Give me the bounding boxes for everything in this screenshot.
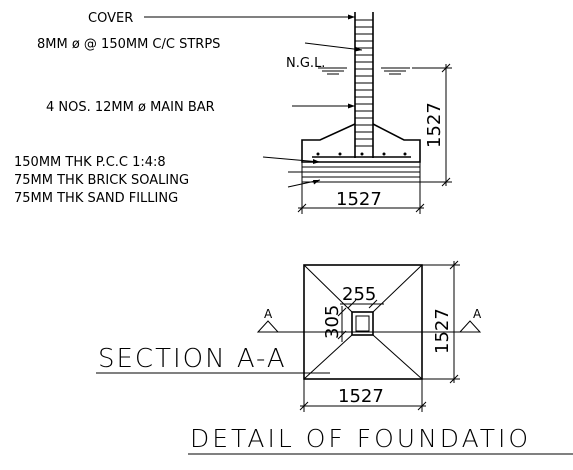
plan-view: A A 255 305 1527 [256, 260, 482, 412]
section-marker-right [458, 320, 482, 333]
cover-label: COVER [88, 11, 133, 26]
ngl-label: N.G.L. [286, 56, 325, 71]
elevation-width-dimension [297, 182, 425, 214]
column-outline [354, 12, 374, 158]
elevation-width-text: 1527 [336, 189, 382, 210]
section-mark-left: A [264, 307, 273, 321]
stirrups-label: 8MM ø @ 150MM C/C STRPS [37, 37, 220, 52]
column-height-text: 305 [322, 305, 343, 339]
section-mark-right: A [473, 307, 482, 321]
elevation-view: COVER 8MM ø @ 150MM C/C STRPS N.G.L. 4 N… [14, 11, 452, 214]
base-rebar [312, 152, 411, 158]
pcc-label: 150MM THK P.C.C 1:4:8 [14, 155, 166, 170]
plan-width-dimension [299, 379, 427, 412]
stirrups [355, 19, 373, 147]
elevation-height-dimension [412, 63, 452, 187]
ngl-ground-lines [318, 67, 410, 75]
plan-height-dimension [422, 260, 460, 384]
plan-height-text: 1527 [432, 308, 453, 354]
brick-label: 75MM THK BRICK SOALING [14, 173, 189, 188]
detail-title: DETAIL OF FOUNDATIO [190, 424, 531, 453]
elevation-height-text: 1527 [424, 102, 445, 148]
column-width-dimension [340, 299, 384, 309]
titles: SECTION A-A DETAIL OF FOUNDATIO [96, 344, 573, 455]
sand-label: 75MM THK SAND FILLING [14, 191, 178, 206]
column-width-text: 255 [342, 284, 376, 305]
leader-lines [144, 14, 363, 188]
plan-width-text: 1527 [338, 386, 384, 407]
column-height-dimension [337, 306, 347, 342]
column-plan [351, 311, 374, 336]
section-title: SECTION A-A [98, 344, 287, 374]
base-layers [301, 161, 421, 183]
section-marker-left [256, 320, 280, 333]
main-bar-label: 4 NOS. 12MM ø MAIN BAR [46, 100, 215, 115]
